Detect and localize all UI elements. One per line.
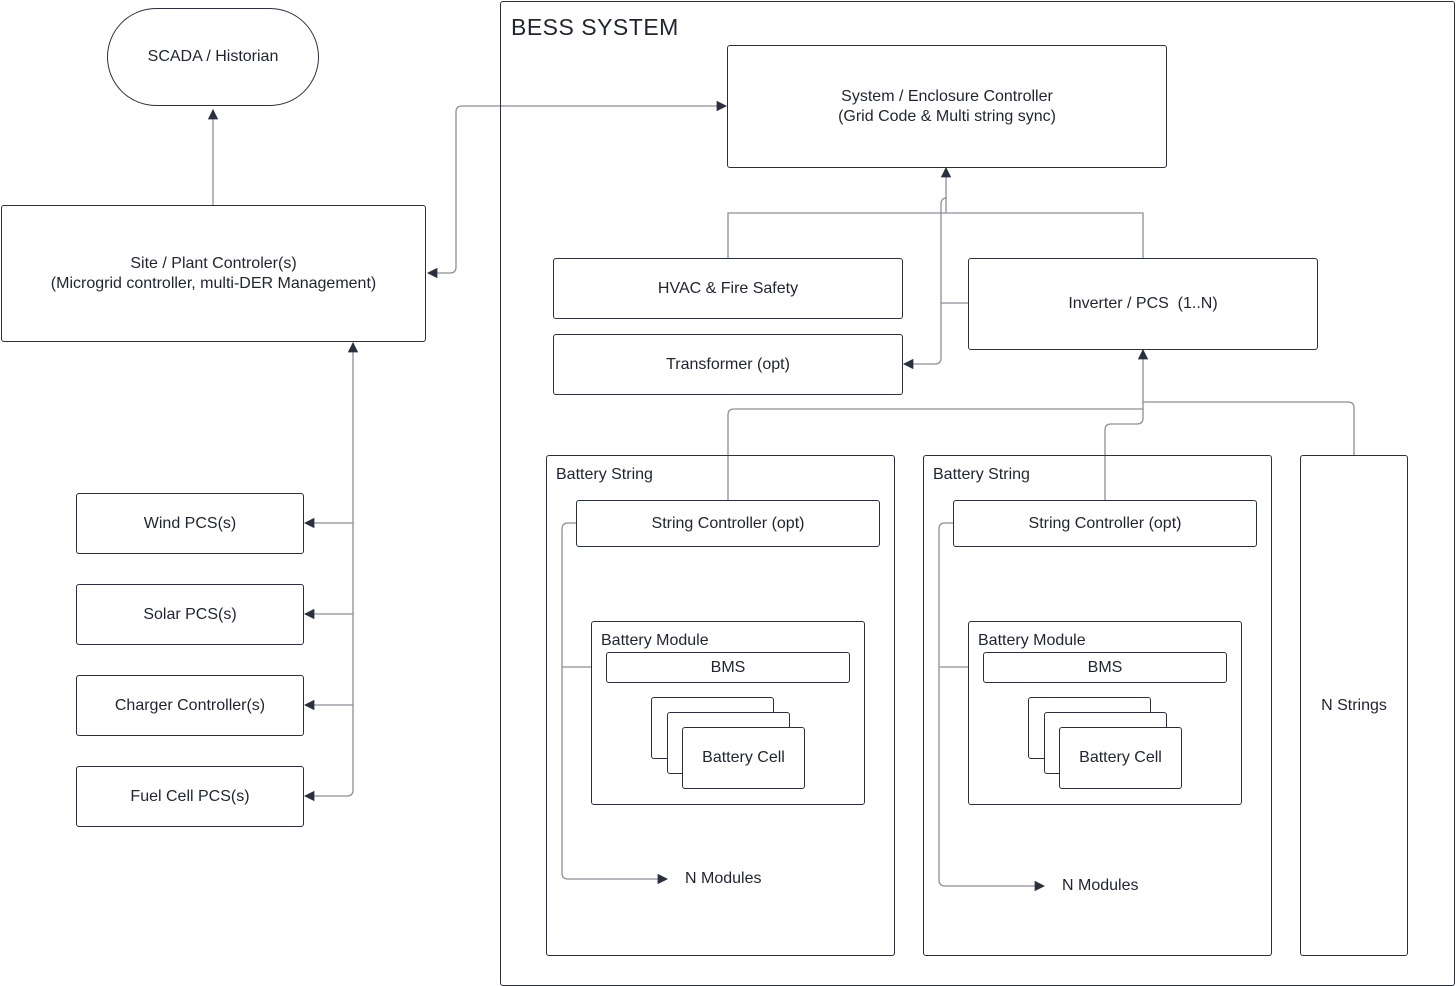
transformer-node: Transformer (opt) — [553, 334, 903, 395]
bms-2-label: BMS — [1087, 658, 1123, 676]
inverter-label: Inverter / PCS (1..N) — [1068, 295, 1218, 312]
fuel-cell-pcs-node: Fuel Cell PCS(s) — [76, 766, 304, 827]
bms-2-node: BMS — [983, 652, 1227, 683]
site-plant-controller-node: Site / Plant Controler(s) (Microgrid con… — [1, 205, 426, 342]
system-enclosure-controller-node: System / Enclosure Controller (Grid Code… — [727, 45, 1167, 168]
battery-module-1-title: Battery Module — [601, 632, 709, 649]
solar-pcs-node: Solar PCS(s) — [76, 584, 304, 645]
battery-cell-2-label: Battery Cell — [1079, 749, 1162, 766]
hvac-to-system-connector — [727, 212, 1144, 258]
der-bus-connector — [303, 341, 359, 802]
string-controller-2-node: String Controller (opt) — [953, 500, 1257, 547]
wind-pcs-node: Wind PCS(s) — [76, 493, 304, 554]
string-controller-1-node: String Controller (opt) — [576, 500, 880, 547]
transformer-label: Transformer (opt) — [666, 355, 790, 373]
string-controller-2-label: String Controller (opt) — [1028, 514, 1182, 532]
string2-to-inverter-connector — [1104, 348, 1149, 500]
system-controller-line1: System / Enclosure Controller — [841, 87, 1053, 105]
bms-1-label: BMS — [710, 658, 746, 676]
inverter-transformer-connector — [940, 197, 968, 304]
system-controller-line2: (Grid Code & Multi string sync) — [838, 107, 1056, 125]
bms-1-node: BMS — [606, 652, 850, 683]
charger-controller-label: Charger Controller(s) — [114, 696, 266, 714]
battery-cell-2-node: Battery Cell — [1059, 727, 1182, 789]
battery-cell-1-label: Battery Cell — [702, 749, 785, 766]
wind-pcs-label: Wind PCS(s) — [143, 514, 237, 532]
solar-pcs-label: Solar PCS(s) — [143, 605, 237, 623]
n-modules-1-label: N Modules — [685, 870, 762, 887]
n-strings-label: N Strings — [1321, 696, 1387, 714]
scada-label: SCADA / Historian — [147, 48, 279, 65]
string2-internal-connector — [938, 522, 1046, 892]
string1-internal-connector — [561, 522, 669, 885]
battery-string-2: Battery String — [923, 455, 1272, 956]
battery-module-2-title: Battery Module — [978, 632, 1086, 649]
scada-historian-node: SCADA / Historian — [107, 8, 319, 106]
fuel-cell-pcs-label: Fuel Cell PCS(s) — [130, 787, 250, 805]
bess-title: BESS SYSTEM — [511, 14, 679, 40]
string1-to-inverter-connector — [727, 408, 1143, 500]
battery-string-2-title: Battery String — [933, 466, 1030, 483]
battery-string-1-title: Battery String — [556, 466, 653, 483]
inverter-pcs-node: Inverter / PCS (1..N) — [968, 258, 1318, 350]
transformer-connector — [902, 303, 942, 370]
nstrings-to-inverter-connector — [1143, 401, 1355, 455]
hvac-label: HVAC & Fire Safety — [657, 279, 799, 297]
site-controller-line2: (Microgrid controller, multi-DER Managem… — [50, 274, 377, 292]
site-to-system-controller-connector — [426, 100, 728, 279]
site-controller-line1: Site / Plant Controler(s) — [130, 254, 297, 272]
n-modules-2-label: N Modules — [1062, 877, 1139, 894]
n-strings-node: N Strings — [1300, 455, 1408, 956]
battery-cell-1-node: Battery Cell — [682, 727, 805, 789]
charger-controller-node: Charger Controller(s) — [76, 675, 304, 736]
hvac-fire-safety-node: HVAC & Fire Safety — [553, 258, 903, 319]
string-controller-1-label: String Controller (opt) — [651, 514, 805, 532]
battery-string-1: Battery String — [546, 455, 895, 956]
